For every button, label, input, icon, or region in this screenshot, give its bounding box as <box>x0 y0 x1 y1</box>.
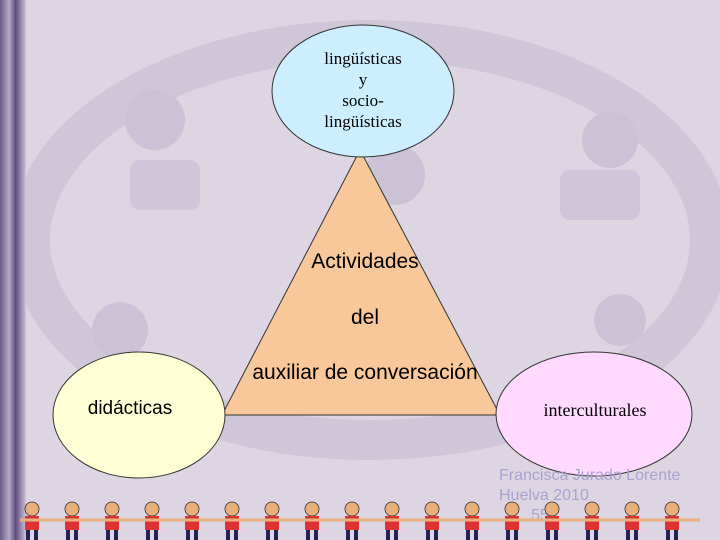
top-node-line: lingüísticas <box>324 49 402 68</box>
top-node-shape <box>271 24 455 158</box>
center-label-activities: Actividades <box>311 250 419 273</box>
top-node-line: lingüísticas <box>324 112 402 131</box>
top-node-label: lingüísticas y socio- lingüísticas <box>290 48 436 132</box>
center-label-auxiliar: auxiliar de conversación <box>252 361 478 384</box>
footer-author: Francisca Jurado Lorente <box>499 467 681 484</box>
top-node-line: socio- <box>342 91 384 110</box>
top-node-line: y <box>358 70 368 89</box>
left-node-shape <box>52 351 226 479</box>
left-decorative-strip <box>0 0 26 540</box>
right-node-label: interculturales <box>543 400 647 420</box>
footer-place-year: Huelva 2010 <box>499 487 589 504</box>
triangle <box>221 148 501 416</box>
children-border-decoration <box>20 500 702 540</box>
footer-credit: Francisca Jurado Lorente Huelva 2010 55 <box>499 466 714 526</box>
left-node-label: didácticas <box>87 398 173 419</box>
center-label-del: del <box>350 306 380 329</box>
right-node-shape <box>495 351 693 477</box>
